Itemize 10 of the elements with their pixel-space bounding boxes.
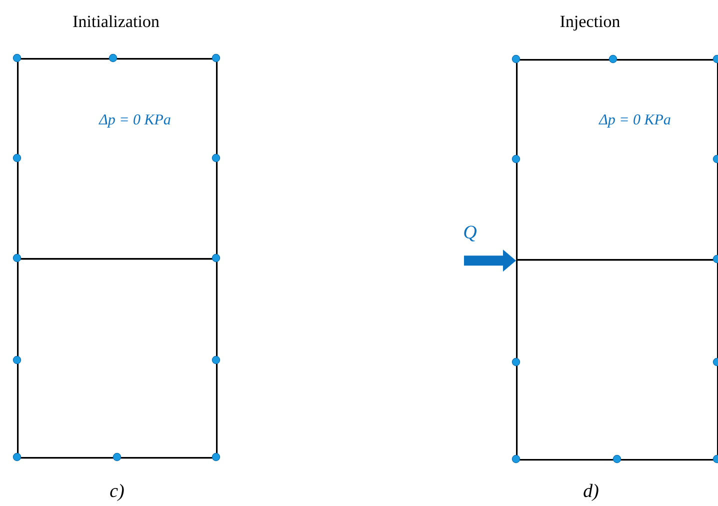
- panel-title: Injection: [560, 16, 620, 31]
- mesh-element: Δp = 0 KPa: [516, 59, 718, 261]
- mesh-element: Δp = 0 KPa: [17, 58, 218, 260]
- edge-label: Q: [464, 226, 476, 242]
- panel-caption: c): [110, 484, 124, 502]
- mesh-element: [17, 258, 218, 459]
- mesh-element: [516, 259, 718, 461]
- panel-caption: d): [584, 484, 598, 502]
- panel-title: Initialization: [73, 15, 160, 28]
- block-arrow: [464, 250, 516, 272]
